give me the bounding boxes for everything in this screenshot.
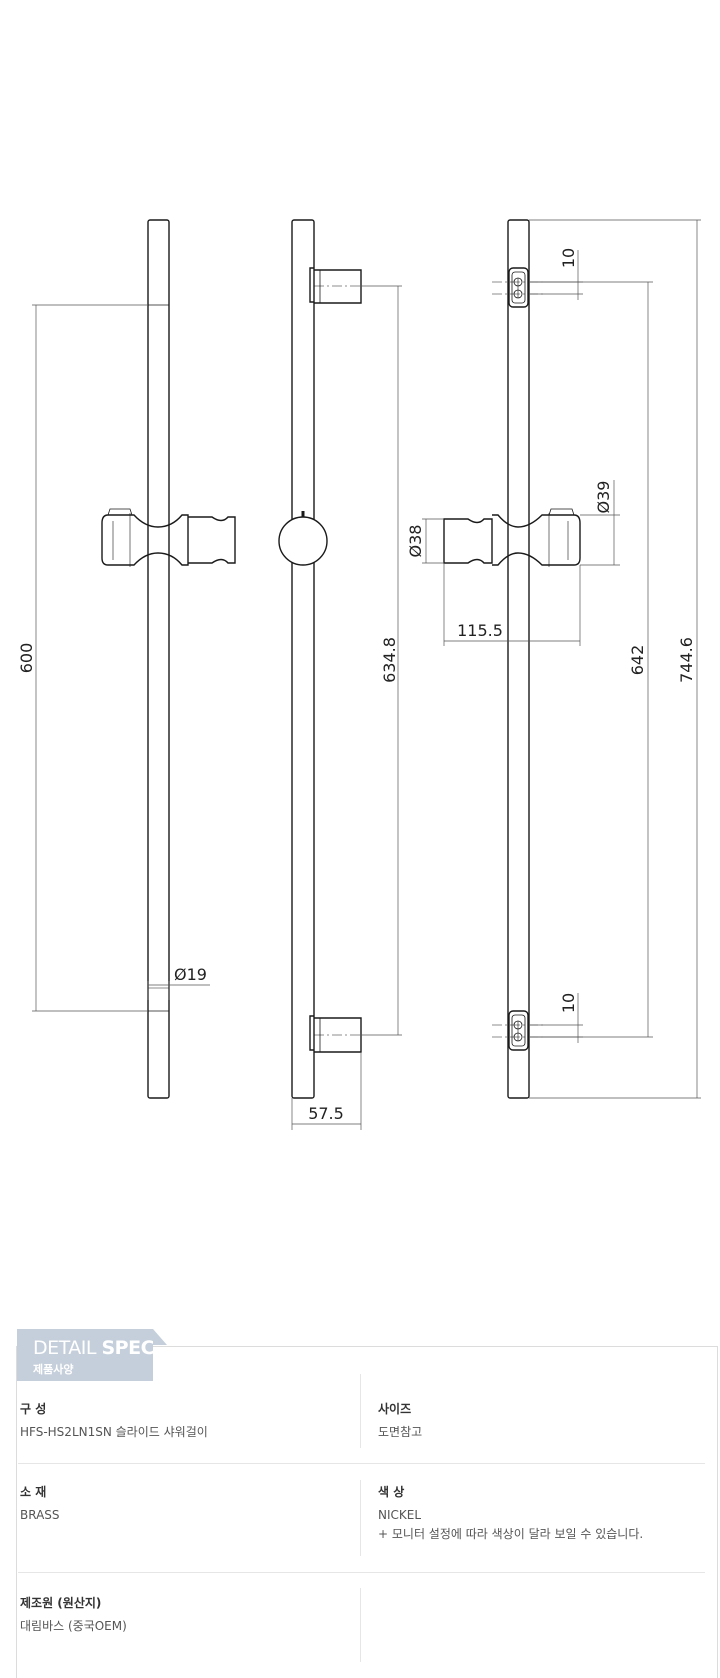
spec-composition: 구 성 HFS-HS2LN1SN 슬라이드 샤워걸이 xyxy=(20,1400,208,1442)
dim-holder-39: Ø39 xyxy=(594,481,613,514)
dim-top-10: 10 xyxy=(559,248,578,268)
spec-size-label: 사이즈 xyxy=(378,1402,412,1416)
spec-material-label: 소 재 xyxy=(20,1485,47,1499)
dim-634-8: 634.8 xyxy=(380,637,399,683)
front-view xyxy=(101,219,236,1099)
spec-tab-fold xyxy=(153,1329,167,1345)
side-view xyxy=(278,219,362,1099)
rear-view xyxy=(443,219,581,1099)
dim-642: 642 xyxy=(628,645,647,676)
spec-panel xyxy=(16,1346,718,1678)
dim-744-6: 744.6 xyxy=(677,637,696,683)
dim-holder-38: Ø38 xyxy=(406,525,425,558)
spec-tab-title: DETAIL SPEC xyxy=(33,1337,155,1359)
spec-origin-label: 제조원 (원산지) xyxy=(20,1596,102,1610)
spec-divider-v2 xyxy=(360,1480,361,1556)
dim-bar-diameter: Ø19 xyxy=(174,965,207,984)
spec-color-label: 색 상 xyxy=(378,1485,405,1499)
spec-color-note: + 모니터 설정에 따라 색상이 달라 보일 수 있습니다. xyxy=(378,1527,644,1541)
dimension-lines xyxy=(32,219,701,1130)
spec-origin-value: 대림바스 (중국OEM) xyxy=(20,1619,127,1633)
spec-divider-v3 xyxy=(360,1588,361,1662)
spec-color: 색 상 NICKEL + 모니터 설정에 따라 색상이 달라 보일 수 있습니다… xyxy=(378,1483,643,1544)
technical-drawing: 600 Ø19 634.8 57.5 10 10 Ø39 Ø38 115.5 6… xyxy=(17,219,701,1130)
dim-115-5: 115.5 xyxy=(457,621,503,640)
spec-material-value: BRASS xyxy=(20,1508,60,1522)
spec-tab: DETAIL SPEC 제품사양 xyxy=(17,1329,155,1381)
dimension-labels: 600 Ø19 634.8 57.5 10 10 Ø39 Ø38 115.5 6… xyxy=(17,248,696,1123)
dim-57-5: 57.5 xyxy=(308,1104,344,1123)
spec-size: 사이즈 도면참고 xyxy=(378,1400,422,1442)
spec-composition-value: HFS-HS2LN1SN 슬라이드 샤워걸이 xyxy=(20,1425,208,1439)
spec-tab-subtitle: 제품사양 xyxy=(33,1363,74,1376)
dim-600: 600 xyxy=(17,643,36,674)
spec-size-value: 도면참고 xyxy=(378,1425,423,1439)
spec-divider-v xyxy=(360,1374,361,1448)
spec-origin: 제조원 (원산지) 대림바스 (중국OEM) xyxy=(20,1594,127,1636)
dim-bottom-10: 10 xyxy=(559,993,578,1013)
spec-color-value: NICKEL xyxy=(378,1508,422,1522)
spec-divider-h2 xyxy=(18,1572,705,1573)
spec-divider-h1 xyxy=(18,1463,705,1464)
spec-material: 소 재 BRASS xyxy=(20,1483,60,1525)
spec-composition-label: 구 성 xyxy=(20,1402,47,1416)
